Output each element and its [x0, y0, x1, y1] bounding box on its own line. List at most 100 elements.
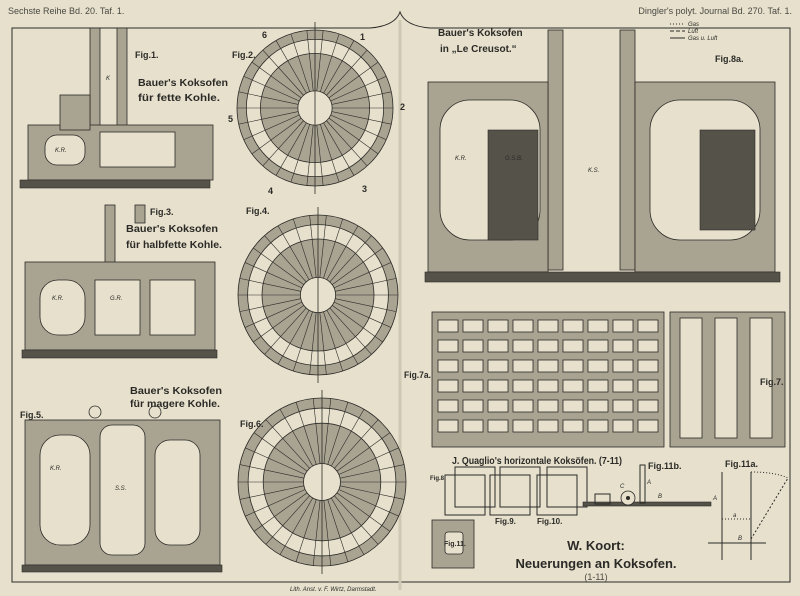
- circle-plan-spoke: [334, 495, 379, 545]
- flue-cell: [637, 419, 659, 433]
- fig1-label: Fig.1.: [135, 50, 159, 60]
- figure-range: (1-11): [584, 572, 607, 582]
- plate-frame: [11, 10, 791, 583]
- circle-plan-spoke: [264, 307, 307, 355]
- flue-cell: [487, 339, 509, 353]
- circle-plan-spoke: [330, 76, 387, 102]
- circular-plans: [236, 22, 407, 574]
- label-gr-3: G.R.: [110, 296, 122, 302]
- label-kr-5: K.R.: [50, 466, 62, 472]
- flue-shaft: [749, 317, 773, 439]
- circle-plan-spoke: [292, 311, 313, 372]
- circle-plan-spoke: [332, 247, 383, 285]
- flue-cell: [512, 399, 534, 413]
- label-ss-5: S.S.: [115, 486, 126, 492]
- fig6-label: Fig.6.: [240, 419, 264, 429]
- circle-plan-spoke: [245, 447, 306, 475]
- circle-plan-spoke: [338, 489, 399, 517]
- circle-plan-spoke: [320, 124, 340, 183]
- circle-plan-spoke: [316, 30, 324, 91]
- flue-cell: [462, 399, 484, 413]
- flue-cell: [637, 339, 659, 353]
- circle-plan-spoke: [330, 114, 387, 140]
- fig11-label: Fig.11.: [444, 541, 466, 548]
- circle-num-6: 6: [262, 30, 267, 40]
- circle-plan-spoke: [312, 500, 321, 566]
- label-smalla-11a: a: [733, 513, 737, 519]
- circle-plan-spoke: [326, 49, 368, 96]
- header-left: Sechste Reihe Bd. 20. Taf. 1.: [8, 6, 124, 16]
- circle-plan-spoke: [279, 497, 314, 555]
- fig1-drawing: [19, 27, 214, 189]
- circle-plan-spoke: [331, 91, 392, 105]
- flue-cell: [612, 319, 634, 333]
- circle-plan-spoke: [328, 61, 379, 99]
- flue-cell: [637, 379, 659, 393]
- svg-text:Gas: Gas: [688, 22, 699, 28]
- circle-plan-spoke: [239, 464, 304, 479]
- circle-plan-spoke: [323, 311, 344, 372]
- flue-cell: [562, 319, 584, 333]
- flue-cell: [462, 379, 484, 393]
- circle-plan-spoke: [319, 312, 327, 375]
- fig8a-title-1: Bauer's Koksofen: [438, 28, 523, 39]
- flue-cell: [487, 379, 509, 393]
- circle-plan-spoke: [245, 489, 306, 517]
- circle-plan-spoke: [275, 40, 307, 94]
- circle-plan-spoke: [239, 298, 301, 312]
- circle-plan-spoke: [312, 398, 321, 464]
- fig5-title-2: für magere Kohle.: [130, 399, 220, 410]
- circle-plan-spoke: [279, 409, 314, 467]
- flue-cell: [587, 379, 609, 393]
- circle-plan-spoke: [328, 117, 379, 155]
- fig8-label: Fig.8.: [430, 476, 446, 482]
- fig3-drawing: [21, 204, 218, 359]
- circle-plan-spoke: [264, 235, 307, 283]
- circle-plan-spoke: [265, 495, 310, 545]
- circle-plan-spoke: [253, 247, 304, 285]
- flue-cell: [512, 419, 534, 433]
- flue-cell: [587, 399, 609, 413]
- circle-num-4: 4: [268, 186, 273, 196]
- circle-plan-spoke: [244, 301, 303, 328]
- circle-plan-spoke: [329, 307, 372, 355]
- flue-cell: [562, 339, 584, 353]
- fig8a-title-2: in „Le Creusot.“: [440, 44, 517, 55]
- quaglio-title: J. Quaglio's horizontale Koksöfen. (7-11…: [452, 456, 622, 467]
- label-gsb-8a: G.S.B.: [505, 156, 523, 162]
- flue-cell: [612, 359, 634, 373]
- circle-plan-spoke: [323, 40, 355, 94]
- fig11b-label: Fig.11b.: [648, 461, 682, 471]
- label-kr-1: K.R.: [55, 148, 67, 154]
- fig8a-drawing: [424, 29, 781, 283]
- circle-plan-spoke: [326, 120, 368, 167]
- circle-plan-spoke: [295, 499, 317, 562]
- flue-cell: [487, 399, 509, 413]
- svg-text:Luft: Luft: [688, 29, 698, 35]
- circle-plan-spoke: [316, 125, 324, 186]
- label-ks-8a: K.S.: [588, 168, 599, 174]
- label-b-11b: B: [658, 494, 662, 500]
- circle-num-3: 3: [362, 184, 367, 194]
- flue-cell: [437, 319, 459, 333]
- flue-cell: [512, 339, 534, 353]
- legend: Gas Luft Gas u. Luft: [670, 22, 718, 42]
- flue-cell: [537, 419, 559, 433]
- circle-plan-spoke: [265, 419, 310, 469]
- label-kr-8a: K.R.: [455, 156, 467, 162]
- label-c-11b: C: [620, 484, 625, 490]
- flue-cell: [612, 419, 634, 433]
- flue-cell: [587, 359, 609, 373]
- circle-plan-spoke: [331, 111, 392, 125]
- flue-cell: [562, 379, 584, 393]
- flue-cell: [462, 419, 484, 433]
- flue-cell: [487, 359, 509, 373]
- circle-plan-spoke: [323, 500, 332, 566]
- fig5-drawing: [21, 405, 223, 573]
- flue-cell: [612, 399, 634, 413]
- circle-plan-spoke: [251, 117, 302, 155]
- label-a-11b: A: [646, 480, 651, 486]
- flue-cell: [437, 339, 459, 353]
- circle-plan-spoke: [329, 235, 372, 283]
